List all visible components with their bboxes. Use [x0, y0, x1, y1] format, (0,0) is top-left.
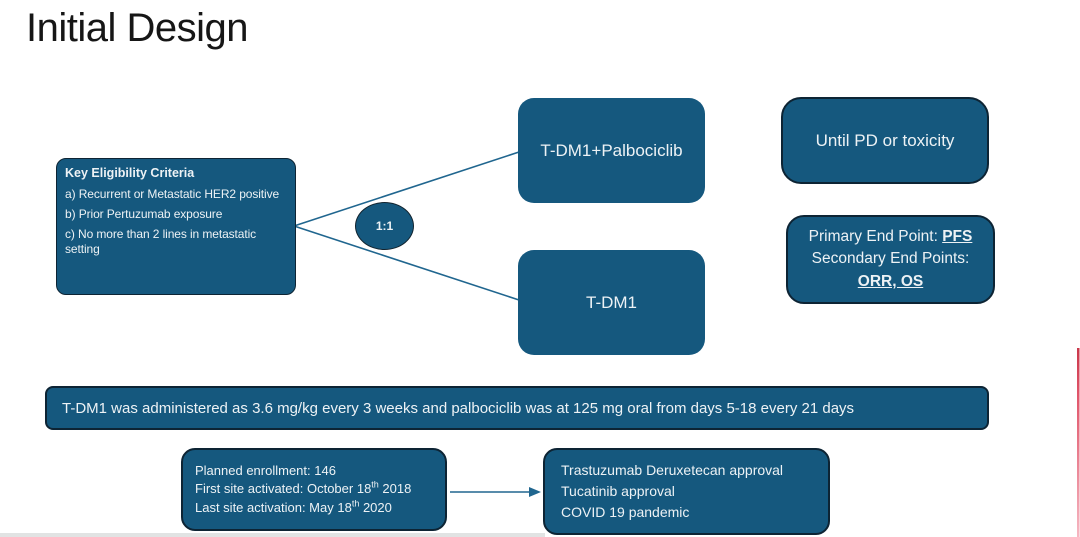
first-site-text: First site activated: October 18	[195, 481, 372, 497]
arm-tdm1-label: T-DM1	[586, 292, 637, 312]
milestone-arrow-head	[529, 487, 541, 497]
first-site-year: 2018	[378, 481, 412, 497]
primary-endpoint-value: PFS	[942, 227, 973, 245]
event-covid: COVID 19 pandemic	[561, 504, 690, 520]
primary-endpoint-line: Primary End Point: PFS	[809, 226, 973, 248]
secondary-endpoint-label: Secondary End Points:	[811, 250, 970, 268]
dosing-summary-text: T-DM1 was administered as 3.6 mg/kg ever…	[62, 399, 855, 417]
last-site-year: 2020	[359, 499, 392, 515]
eligibility-item-b: b) Prior Pertuzumab exposure	[65, 206, 223, 221]
randomization-line-upper	[293, 151, 520, 227]
enrollment-first-site-line: First site activated: October 18th 2018	[195, 480, 433, 498]
last-site-text: Last site activation: May 18	[195, 499, 352, 515]
enrollment-planned-line: Planned enrollment: 146	[195, 463, 336, 479]
eligibility-heading: Key Eligibility Criteria	[65, 166, 195, 180]
eligibility-criteria-box: Key Eligibility Criteria a) Recurrent or…	[56, 158, 296, 295]
video-progress-edge	[1077, 348, 1080, 537]
dosing-summary-box: T-DM1 was administered as 3.6 mg/kg ever…	[45, 386, 989, 430]
primary-endpoint-label: Primary End Point:	[808, 227, 943, 245]
event-tucatinib: Tucatinib approval	[561, 483, 675, 499]
secondary-endpoint-value: ORR, OS	[857, 272, 924, 290]
randomization-line-lower	[293, 225, 520, 301]
enrollment-last-site-line: Last site activation: May 18th 2020	[195, 499, 433, 517]
slide-title: Initial Design	[26, 6, 249, 50]
randomization-ratio-badge: 1:1	[355, 202, 414, 250]
arm-tdm1-palbociclib-box: T-DM1+Palbociclib	[518, 98, 705, 203]
endpoints-box: Primary End Point: PFS Secondary End Poi…	[786, 215, 995, 304]
arm-tdm1-palbociclib-label: T-DM1+Palbociclib	[540, 140, 683, 160]
eligibility-item-a: a) Recurrent or Metastatic HER2 positive	[65, 186, 280, 201]
bottom-edge-artifact	[0, 533, 545, 537]
external-events-box: Trastuzumab Deruxetecan approval Tucatin…	[543, 448, 830, 535]
first-site-ordinal: th	[371, 480, 379, 491]
treatment-duration-label: Until PD or toxicity	[815, 130, 955, 150]
eligibility-item-c: c) No more than 2 lines in metastatic se…	[65, 226, 257, 256]
randomization-ratio-label: 1:1	[375, 219, 394, 233]
last-site-ordinal: th	[351, 498, 360, 509]
enrollment-box: Planned enrollment: 146 First site activ…	[181, 448, 447, 531]
event-trastuzumab-deruxetecan: Trastuzumab Deruxetecan approval	[561, 462, 784, 478]
arm-tdm1-box: T-DM1	[518, 250, 705, 355]
treatment-duration-box: Until PD or toxicity	[781, 97, 989, 184]
